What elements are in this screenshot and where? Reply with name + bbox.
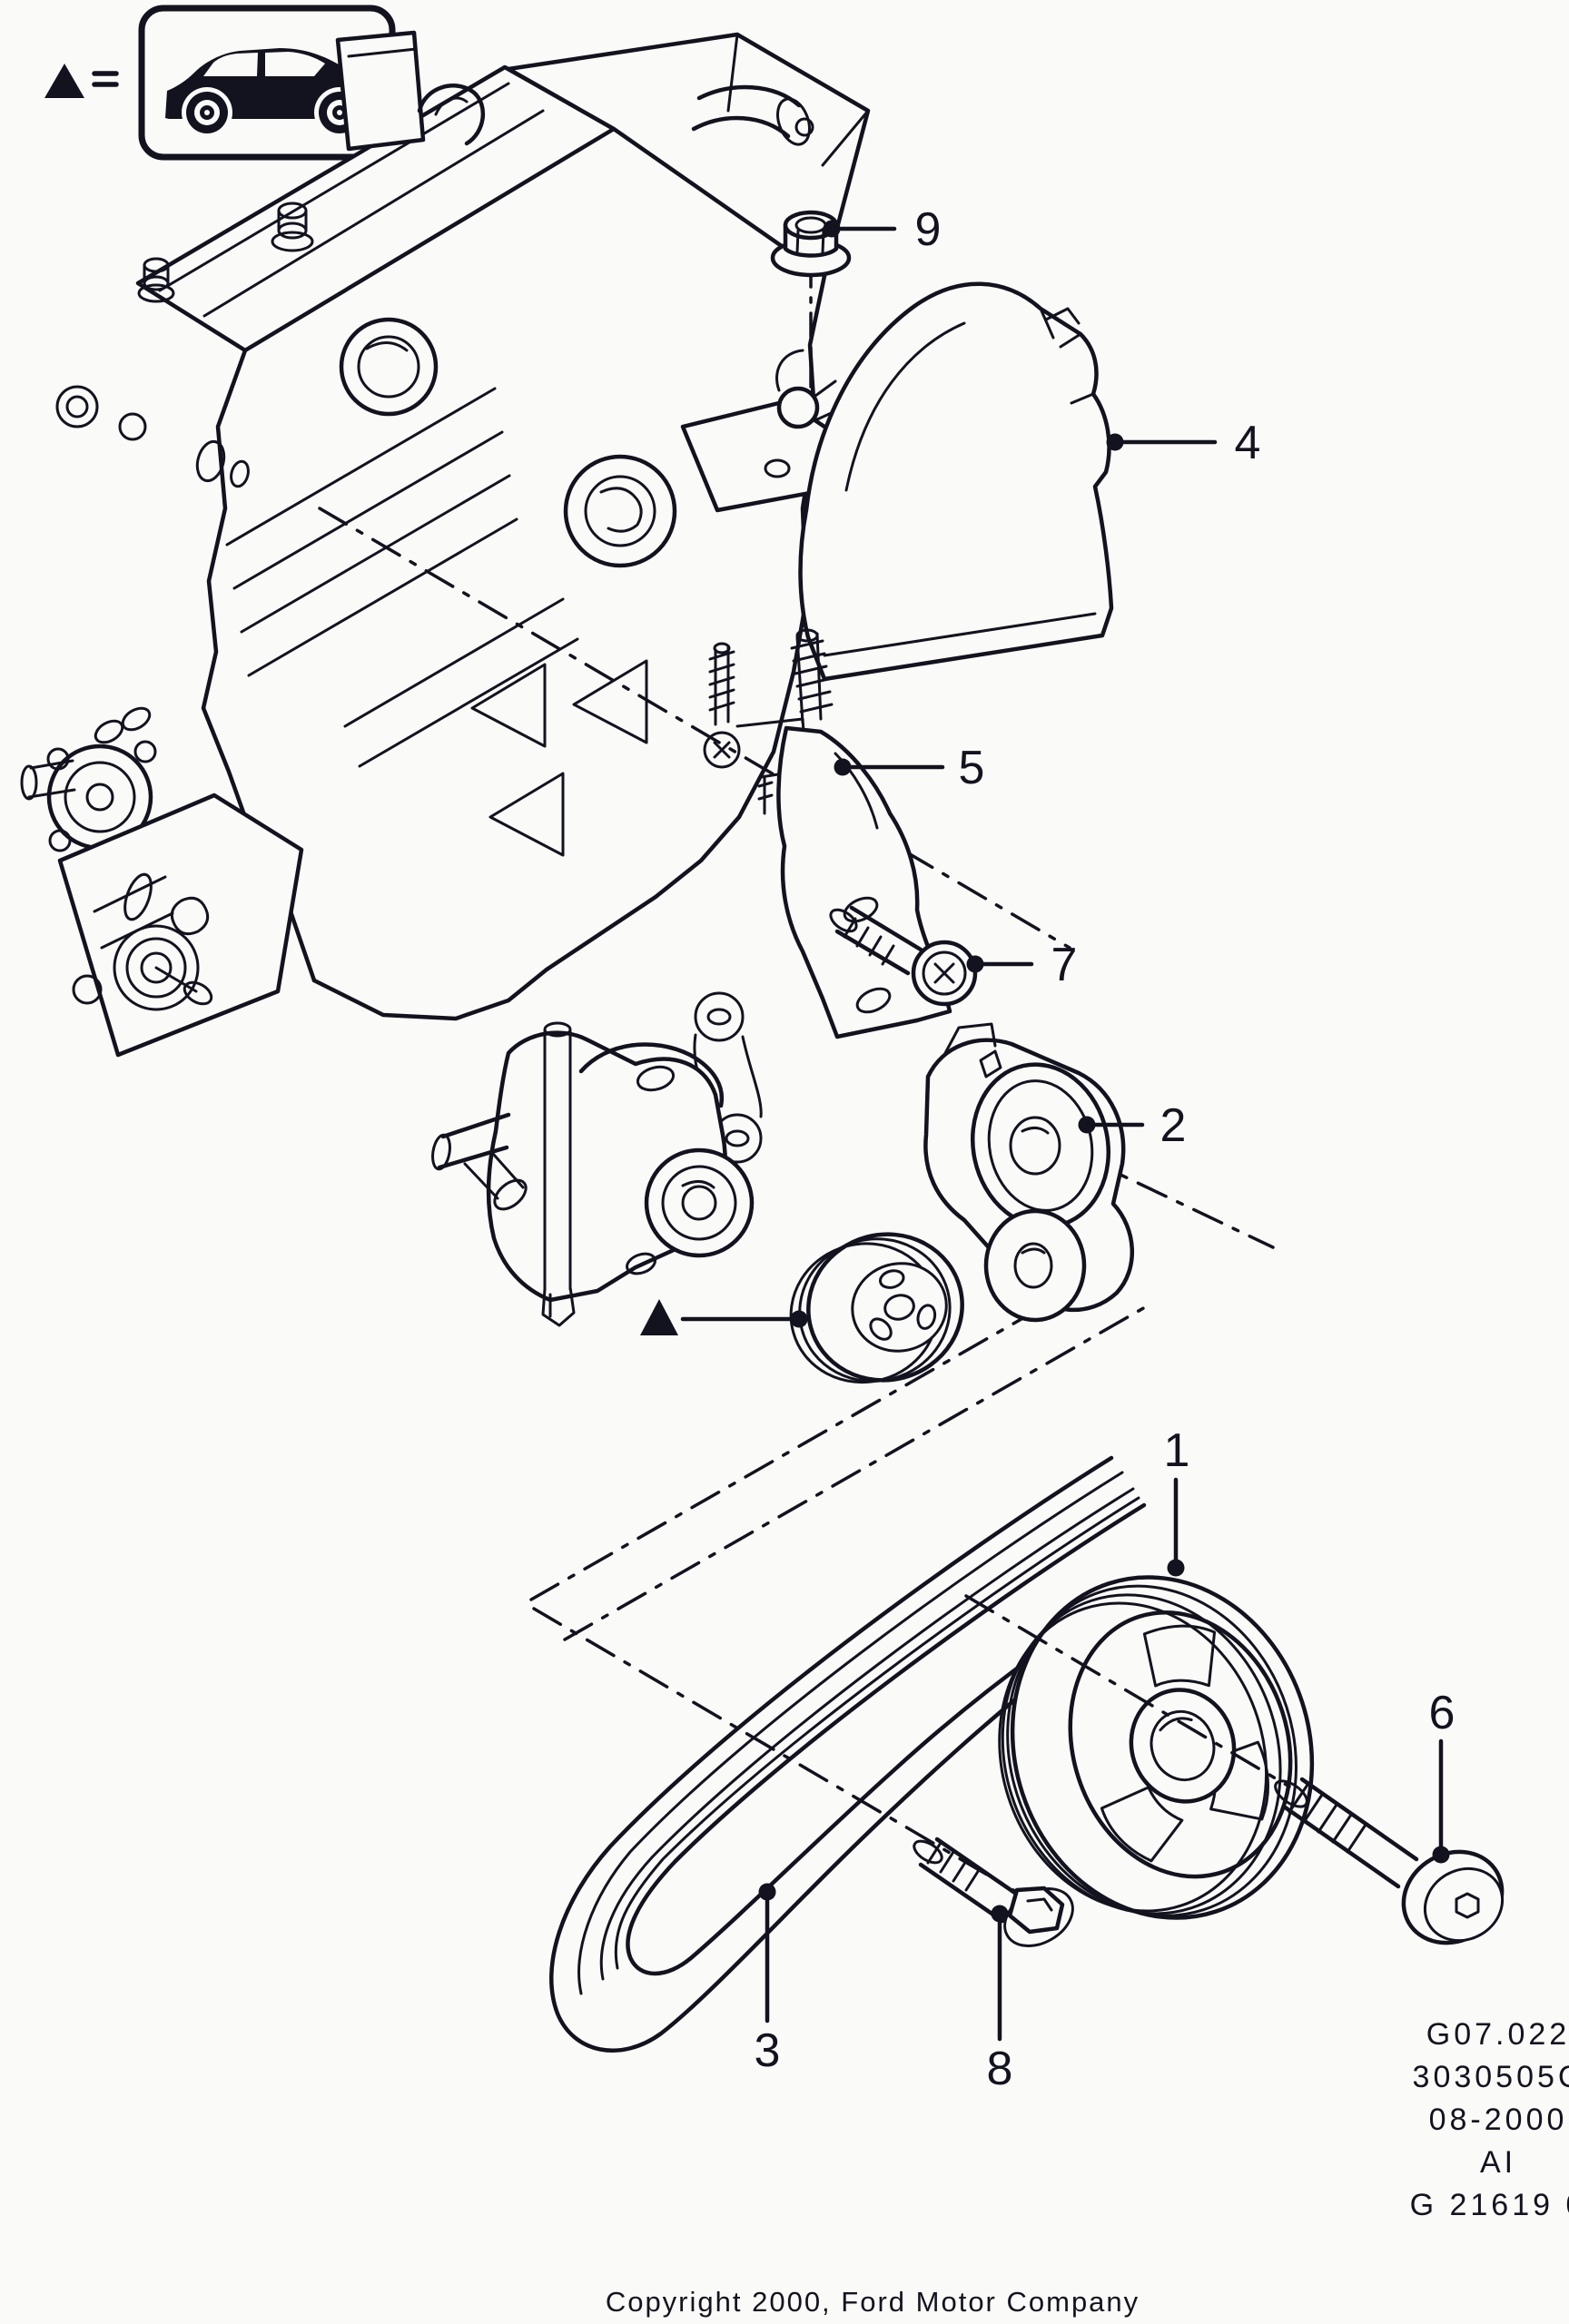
stud-bolt-icon bbox=[137, 257, 175, 303]
plate-code-block: G07.022 3030505C 08-2000 AI G 21619 0 bbox=[1410, 2017, 1569, 2222]
callout-label-1: 1 bbox=[1164, 1424, 1190, 1477]
callout-label-7: 7 bbox=[1051, 939, 1078, 991]
car-silhouette-icon bbox=[165, 48, 373, 138]
callout-8: 8 bbox=[987, 1905, 1013, 2095]
flange-nut-part9 bbox=[770, 210, 852, 278]
stud-bolt-icon bbox=[271, 202, 314, 252]
callout-6: 6 bbox=[1429, 1687, 1456, 1864]
callout-4: 4 bbox=[1106, 417, 1261, 469]
callout-triangle-marker bbox=[640, 1299, 808, 1335]
callout-label-6: 6 bbox=[1429, 1687, 1456, 1739]
callout-label-9: 9 bbox=[915, 203, 942, 256]
drive-belt-part3 bbox=[549, 1455, 1147, 2053]
callout-9: 9 bbox=[823, 203, 942, 256]
triangle-marker-icon bbox=[640, 1299, 678, 1335]
crank-axis-centerline bbox=[964, 1594, 1291, 1788]
callout-label-2: 2 bbox=[1160, 1099, 1187, 1152]
plate-line-4: AI bbox=[1480, 2145, 1516, 2180]
rear-wheel-icon bbox=[182, 87, 232, 138]
plate-line-5: G 21619 0 bbox=[1410, 2188, 1569, 2222]
water-pump-line-art bbox=[20, 706, 157, 852]
belt-tensioner-part2 bbox=[923, 1022, 1135, 1323]
callout-label-5: 5 bbox=[959, 742, 985, 794]
triangle-marker-icon bbox=[44, 64, 84, 98]
callout-3: 3 bbox=[755, 1883, 781, 2077]
pulley-bolt-part6 bbox=[1274, 1777, 1505, 1945]
power-steering-pump-line-art bbox=[431, 1021, 755, 1327]
plate-line-2: 3030505C bbox=[1413, 2060, 1569, 2094]
plate-line-1: G07.022 bbox=[1426, 2017, 1569, 2052]
engine-line-art bbox=[20, 30, 871, 1164]
callout-5: 5 bbox=[834, 742, 985, 794]
crankshaft-pulley-part1 bbox=[998, 1575, 1315, 1920]
callout-leaders: 9 4 5 7 2 1 6 3 bbox=[640, 203, 1455, 2095]
copyright-text: Copyright 2000, Ford Motor Company bbox=[606, 2286, 1140, 2318]
plate-line-3: 08-2000 bbox=[1429, 2102, 1568, 2137]
flanged-bolt-part8 bbox=[913, 1837, 1074, 1947]
callout-2: 2 bbox=[1078, 1099, 1187, 1152]
power-steering-pump-pulley bbox=[789, 1232, 964, 1384]
callout-label-4: 4 bbox=[1235, 417, 1261, 469]
callout-1: 1 bbox=[1164, 1424, 1190, 1577]
callout-label-3: 3 bbox=[755, 2024, 781, 2077]
callout-7: 7 bbox=[966, 939, 1078, 991]
callout-label-8: 8 bbox=[987, 2043, 1013, 2095]
equals-icon bbox=[92, 71, 119, 87]
belt-cover-part4 bbox=[775, 281, 1114, 682]
bracket-bolt-part7 bbox=[829, 905, 978, 1007]
